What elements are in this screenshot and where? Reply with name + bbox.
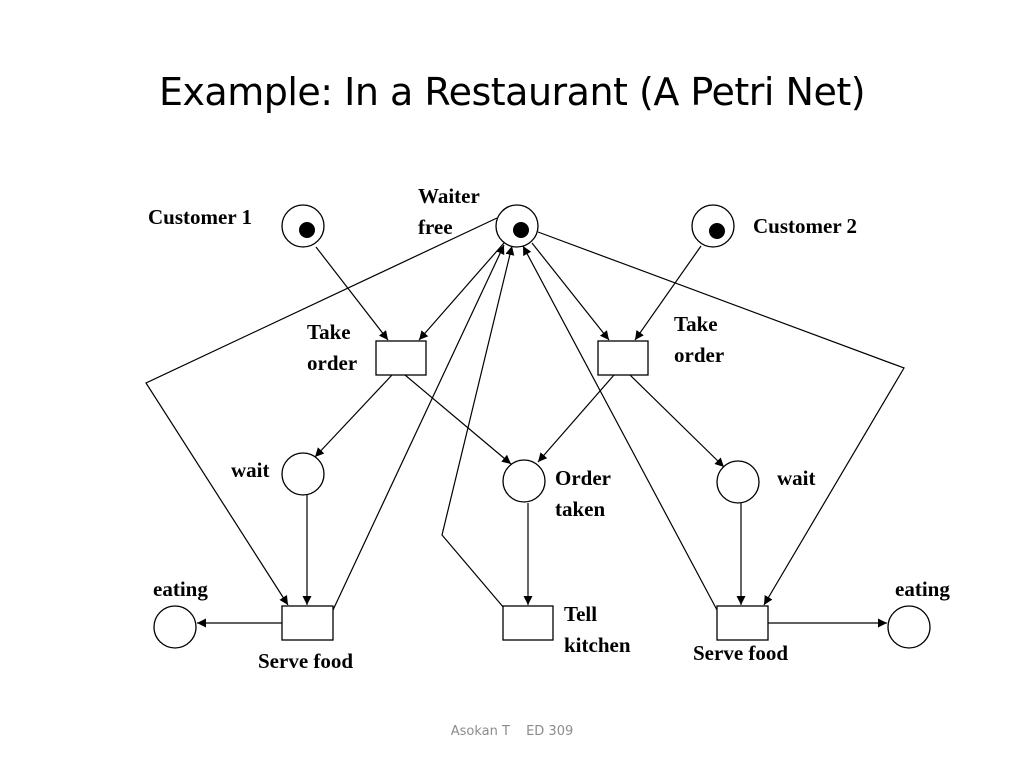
label-eating-2: eating	[895, 577, 950, 601]
arc-waiter-to-take-order-2	[531, 242, 610, 341]
label-serve-food-1: Serve food	[258, 649, 354, 673]
label-take-order-1-line-1: Take	[307, 320, 351, 344]
transition-take-order-1	[375, 340, 427, 376]
arc-tell-kitchen-to-waiter	[441, 245, 515, 609]
arc-customer2-to-take-order-2	[634, 245, 702, 341]
arc-serve-food-2-to-waiter	[522, 245, 718, 611]
label-customer-2: Customer 2	[753, 214, 858, 238]
label-customer-1: Customer 1	[148, 205, 253, 229]
label-waiter-free-line-2: free	[418, 215, 453, 239]
transition-take-order-2	[597, 340, 649, 376]
slide-title: Example: In a Restaurant (A Petri Net)	[158, 70, 866, 114]
label-wait-2: wait	[777, 466, 816, 490]
label-tell-kitchen-line-2: kitchen	[564, 633, 631, 657]
arc-waiter-to-serve-food-2	[537, 231, 905, 606]
place-wait-2	[716, 460, 760, 504]
label-serve-food-2: Serve food	[693, 641, 789, 665]
label-order-taken-line-2: taken	[555, 497, 606, 521]
label-take-order-2-line-2: order	[674, 343, 725, 367]
arc-serve-food-1-to-waiter	[332, 244, 505, 611]
arc-take-order-1-to-order-taken	[404, 374, 512, 465]
arc-take-order-2-to-wait-2	[629, 374, 725, 468]
label-take-order-1: Take order	[307, 317, 357, 379]
label-eating-1: eating	[153, 577, 208, 601]
label-order-taken: Order taken	[555, 463, 611, 525]
place-order-taken	[502, 459, 546, 503]
place-eating-1	[153, 605, 197, 649]
token-customer-1	[299, 222, 315, 238]
arc-take-order-2-to-order-taken	[537, 374, 615, 463]
label-waiter-free-line-1: Waiter	[418, 184, 480, 208]
label-order-taken-line-1: Order	[555, 466, 611, 490]
transition-serve-food-2	[716, 605, 769, 641]
slide-footer: Asokan T ED 309	[0, 724, 1024, 739]
label-take-order-2: Take order	[674, 309, 724, 371]
transition-tell-kitchen	[502, 605, 554, 641]
place-wait-1	[281, 452, 325, 496]
label-tell-kitchen: Tell kitchen	[564, 599, 631, 661]
footer-course: ED 309	[526, 724, 574, 739]
token-waiter-free	[513, 222, 529, 238]
label-waiter-free: Waiter free	[418, 181, 480, 243]
arc-waiter-to-serve-food-1	[145, 217, 498, 606]
transition-serve-food-1	[281, 605, 334, 641]
label-take-order-1-line-2: order	[307, 351, 358, 375]
arc-waiter-to-take-order-1	[418, 242, 505, 341]
label-wait-1: wait	[231, 458, 270, 482]
place-eating-2	[887, 605, 931, 649]
label-tell-kitchen-line-1: Tell	[564, 602, 598, 626]
arc-take-order-1-to-wait-1	[314, 374, 393, 458]
arc-customer1-to-take-order-1	[315, 246, 389, 341]
label-take-order-2-line-1: Take	[674, 312, 718, 336]
token-customer-2	[709, 223, 725, 239]
footer-author: Asokan T	[450, 724, 510, 739]
